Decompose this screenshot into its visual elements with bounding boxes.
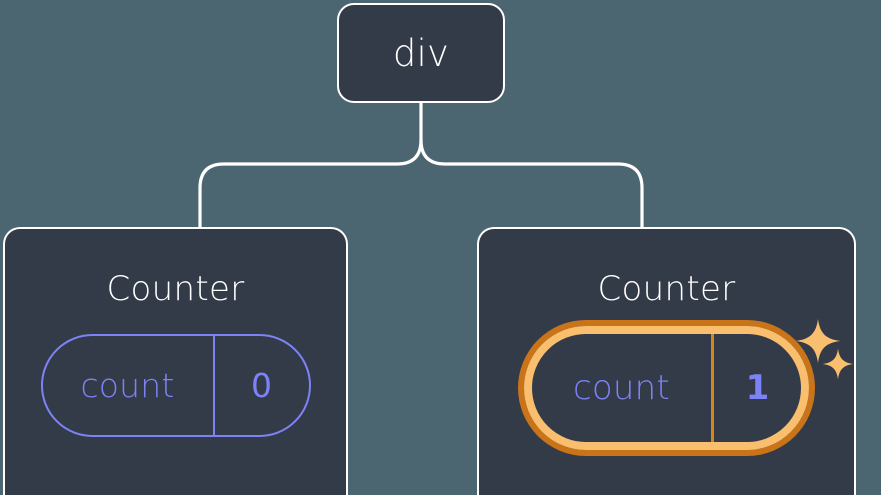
state-key-left: count	[43, 336, 215, 435]
node-counter-left-label: Counter	[106, 269, 245, 309]
connector-branch-right	[419, 139, 644, 228]
node-counter-right-label: Counter	[597, 269, 736, 309]
state-value-right: 1	[745, 368, 770, 408]
connector-branch-left	[198, 139, 423, 228]
node-div-label: div	[392, 31, 450, 75]
node-counter-right[interactable]: Counter count 1	[477, 227, 856, 495]
node-counter-left[interactable]: Counter count 0	[3, 227, 348, 495]
state-pill-left[interactable]: count 0	[40, 334, 311, 437]
state-value-left: 0	[251, 366, 272, 405]
state-pill-right[interactable]: count 1	[524, 326, 809, 450]
node-div[interactable]: div	[337, 3, 505, 103]
state-key-right: count	[532, 334, 714, 442]
